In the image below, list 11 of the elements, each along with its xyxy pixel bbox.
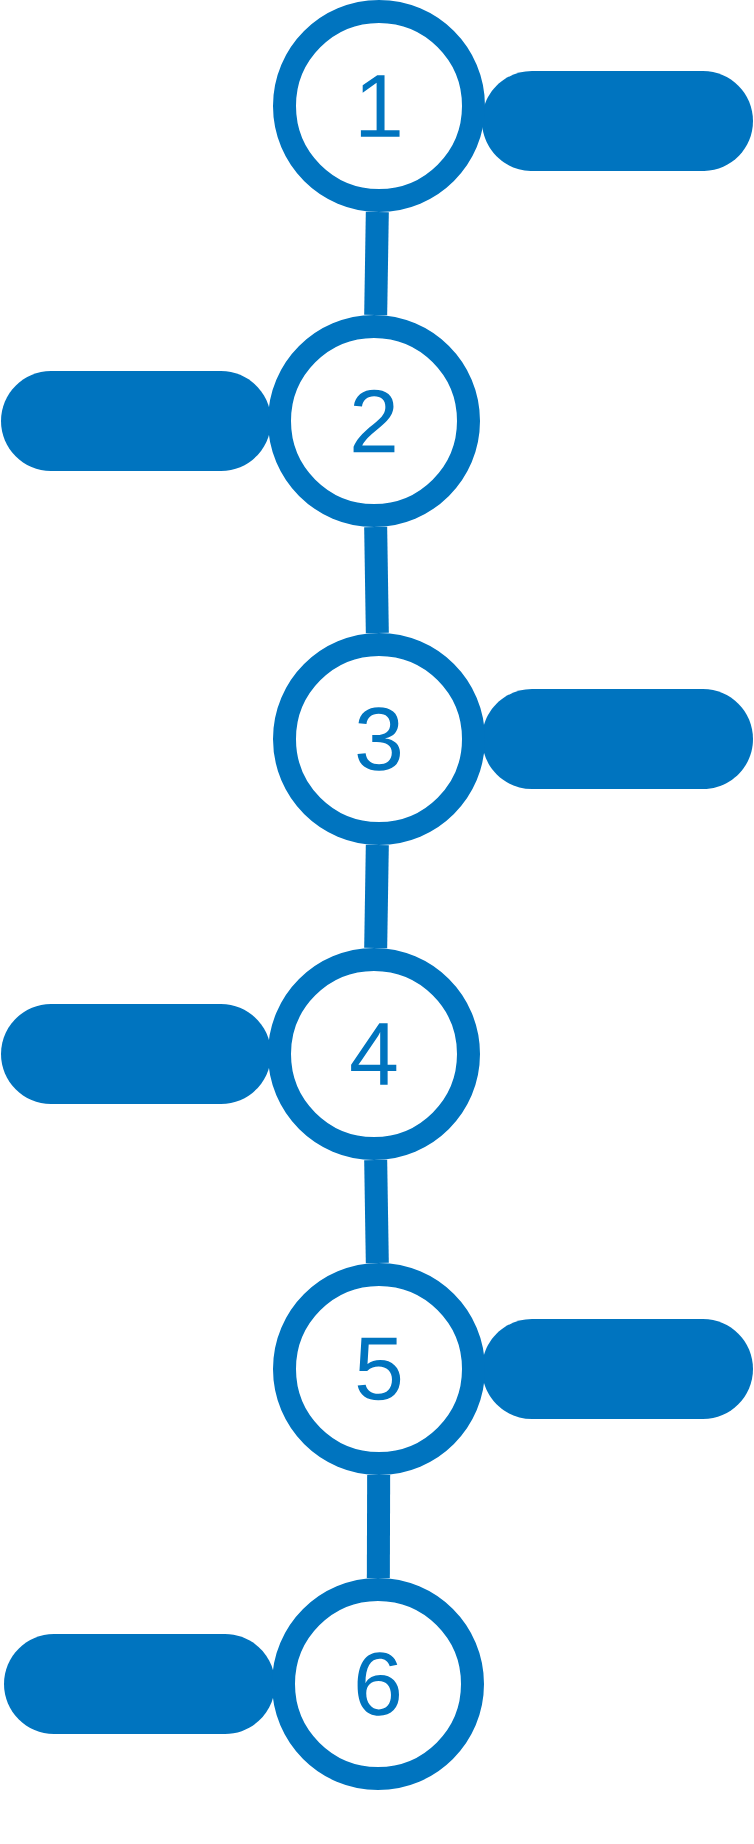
connector-line <box>364 1159 389 1264</box>
tab-bar <box>4 1634 275 1734</box>
connector-line <box>364 526 389 634</box>
tab-bar <box>482 689 753 789</box>
connector-line <box>364 844 389 949</box>
tab-bar <box>482 1319 753 1419</box>
tab-bar <box>482 71 753 171</box>
tab-bar <box>1 371 271 471</box>
tab-bar <box>1 1004 271 1104</box>
connector-line <box>366 1474 391 1579</box>
connector-line <box>364 211 389 316</box>
